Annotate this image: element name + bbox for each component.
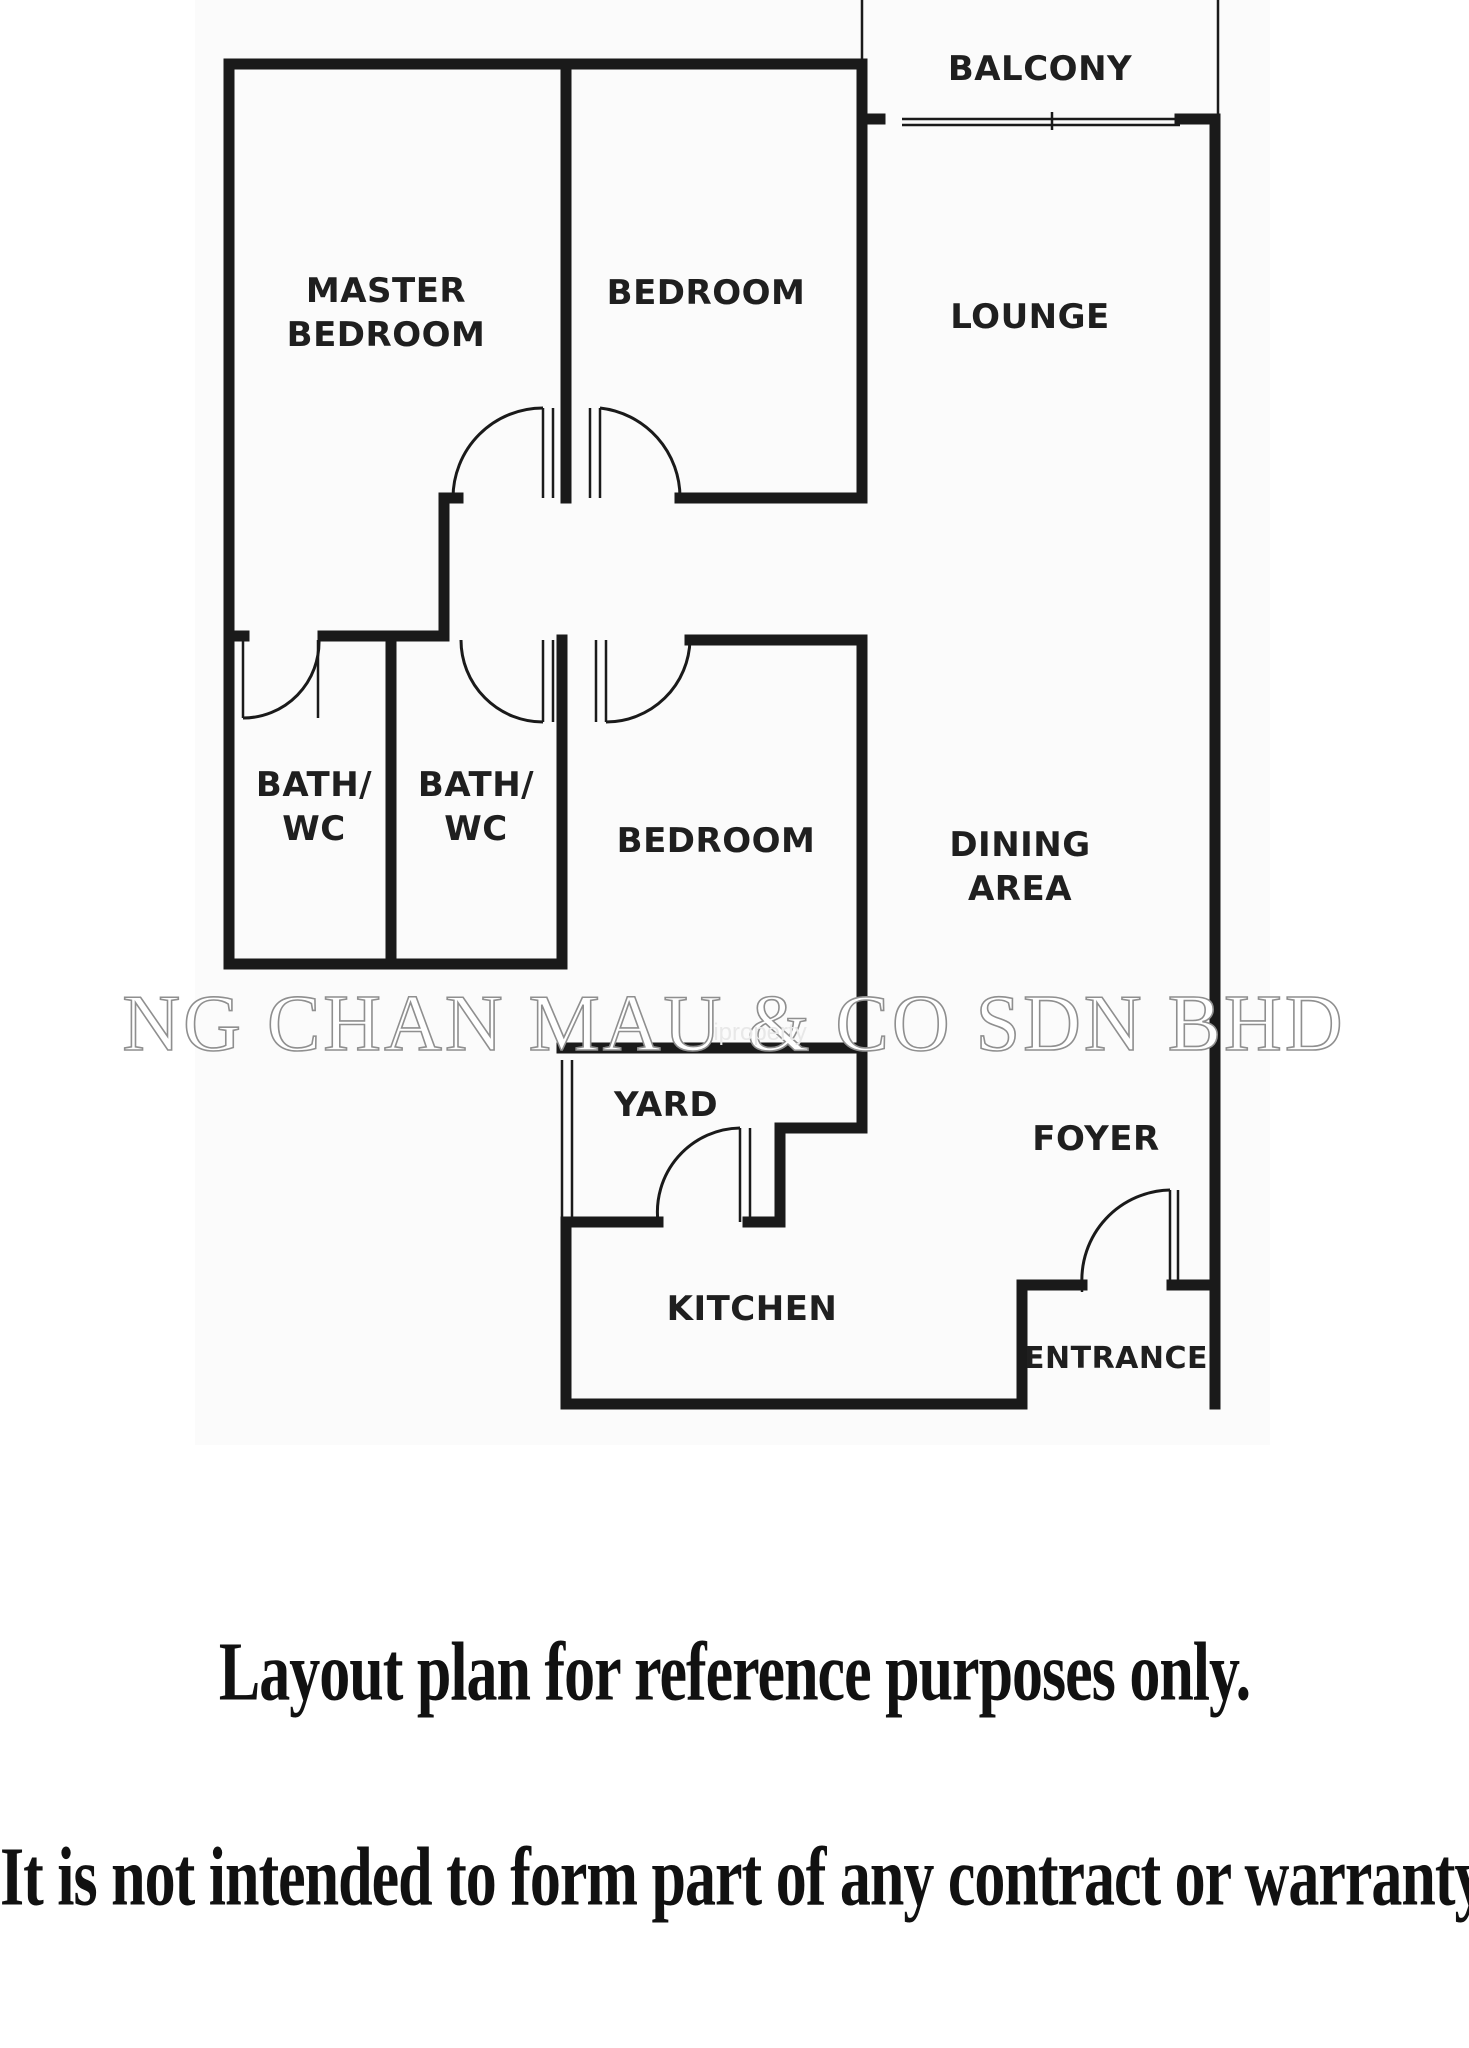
label-dining-1: DINING [949,825,1090,865]
door-bedroom-top [599,406,682,499]
label-lounge: LOUNGE [950,297,1110,337]
label-entrance: ENTRANCE [1024,1341,1208,1376]
floor-plan: BALCONY MASTER BEDROOM BEDROOM LOUNGE BA… [121,0,1345,1445]
door-bath-right [459,639,544,724]
label-bath-right-2: WC [444,809,507,849]
door-bath-left [242,639,321,720]
door-bedroom-mid [605,639,692,724]
label-bath-left-1: BATH/ [256,765,372,805]
watermark-logo: iproperty [713,1019,806,1046]
door-swings [242,406,1171,1286]
label-bath-left-2: WC [282,809,345,849]
thin-lines [241,0,1220,1292]
room-labels: BALCONY MASTER BEDROOM BEDROOM LOUNGE BA… [256,49,1208,1376]
door-entrance [1080,1188,1171,1286]
label-kitchen: KITCHEN [667,1289,838,1329]
label-bedroom-mid: BEDROOM [617,821,816,861]
door-yard [655,1126,741,1223]
label-bath-right-1: BATH/ [418,765,534,805]
plan-paper [195,0,1270,1445]
label-master-2: BEDROOM [287,315,486,355]
label-dining-2: AREA [968,869,1072,909]
disclaimer-line-2: It is not intended to form part of any c… [0,1831,1469,1924]
label-bedroom-top: BEDROOM [607,273,806,313]
door-master [451,406,544,499]
label-foyer: FOYER [1032,1119,1159,1159]
label-balcony: BALCONY [948,49,1132,89]
label-master-1: MASTER [306,271,466,311]
disclaimer-line-1: Layout plan for reference purposes only. [218,1626,1251,1719]
walls [223,58,1221,1410]
watermark-text: NG CHAN MAU & CO SDN BHD [122,980,1345,1068]
label-yard: YARD [613,1085,718,1125]
